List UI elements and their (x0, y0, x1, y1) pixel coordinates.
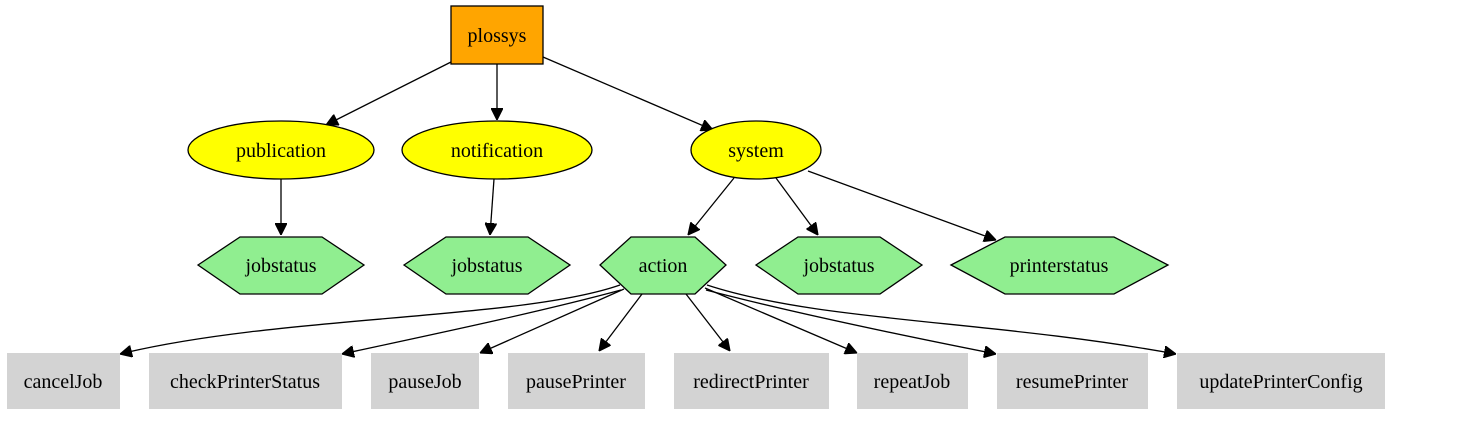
node-redirectprinter: redirectPrinter (674, 353, 829, 409)
node-root: plossys (450, 5, 544, 65)
edge-action-repeatjob (704, 287, 857, 353)
edge-layer (120, 56, 1176, 354)
node-checkprinterstatus: checkPrinterStatus (149, 353, 342, 409)
node-publication-shape (187, 120, 375, 180)
node-pausejob-shape (371, 353, 479, 409)
node-notification-jobstatus-shape (402, 236, 572, 295)
node-pausejob-label: pauseJob (388, 371, 461, 393)
node-canceljob-label: cancelJob (24, 371, 103, 393)
node-printerstatus-label: printerstatus (1010, 255, 1109, 277)
edge-system-printerstatus (807, 170, 996, 240)
node-updateprinterconfig-shape (1177, 353, 1385, 409)
edge-action-updateprinterconfig (706, 284, 1176, 354)
edge-action-resumeprinter (705, 289, 996, 354)
node-notification: notification (401, 120, 593, 180)
edge-root-system (542, 56, 713, 130)
node-action-label: action (639, 255, 688, 277)
node-resumeprinter-shape (997, 353, 1148, 409)
node-canceljob-shape (7, 353, 120, 409)
node-action-shape (599, 236, 727, 295)
edge-action-checkprinterstatus (342, 289, 622, 354)
node-updateprinterconfig: updatePrinterConfig (1177, 353, 1385, 409)
node-action: action (599, 236, 727, 295)
node-system: system (690, 120, 822, 180)
node-printerstatus-shape (949, 236, 1170, 295)
node-checkprinterstatus-shape (149, 353, 342, 409)
node-notification-jobstatus-label: jobstatus (450, 255, 522, 277)
node-system-label: system (728, 140, 784, 162)
edge-action-redirectprinter (685, 293, 730, 351)
node-resumeprinter: resumePrinter (997, 353, 1148, 409)
edge-system-jobstatus (775, 177, 818, 235)
node-pauseprinter-label: pausePrinter (526, 371, 626, 393)
node-system-jobstatus-label: jobstatus (802, 255, 874, 277)
node-notification-label: notification (451, 140, 543, 162)
edge-notification-jobstatus (490, 178, 494, 235)
node-publication-jobstatus-label: jobstatus (244, 255, 316, 277)
node-resumeprinter-label: resumePrinter (1016, 371, 1129, 393)
node-notification-jobstatus: jobstatus (402, 236, 572, 295)
node-system-jobstatus: jobstatus (754, 236, 924, 295)
node-notification-shape (401, 120, 593, 180)
node-pausejob: pauseJob (371, 353, 479, 409)
node-canceljob: cancelJob (7, 353, 120, 409)
node-printerstatus: printerstatus (949, 236, 1170, 295)
edge-root-publication (326, 61, 452, 125)
node-publication-jobstatus: jobstatus (196, 236, 366, 295)
node-publication: publication (187, 120, 375, 180)
node-pauseprinter-shape (508, 353, 645, 409)
edge-action-canceljob (120, 284, 621, 354)
edge-action-pauseprinter (599, 293, 643, 351)
node-root-label: plossys (468, 25, 527, 47)
node-repeatjob: repeatJob (857, 353, 968, 409)
node-redirectprinter-label: redirectPrinter (693, 371, 809, 393)
node-updateprinterconfig-label: updatePrinterConfig (1199, 371, 1362, 393)
node-checkprinterstatus-label: checkPrinterStatus (170, 371, 320, 393)
node-publication-jobstatus-shape (196, 236, 366, 295)
edge-action-pausejob (480, 288, 625, 353)
node-publication-label: publication (236, 140, 326, 162)
node-repeatjob-label: repeatJob (874, 371, 951, 393)
node-root-shape (450, 5, 544, 65)
node-redirectprinter-shape (674, 353, 829, 409)
node-system-jobstatus-shape (754, 236, 924, 295)
node-pauseprinter: pausePrinter (508, 353, 645, 409)
node-repeatjob-shape (857, 353, 968, 409)
node-system-shape (690, 120, 822, 180)
edge-system-action (688, 177, 735, 235)
